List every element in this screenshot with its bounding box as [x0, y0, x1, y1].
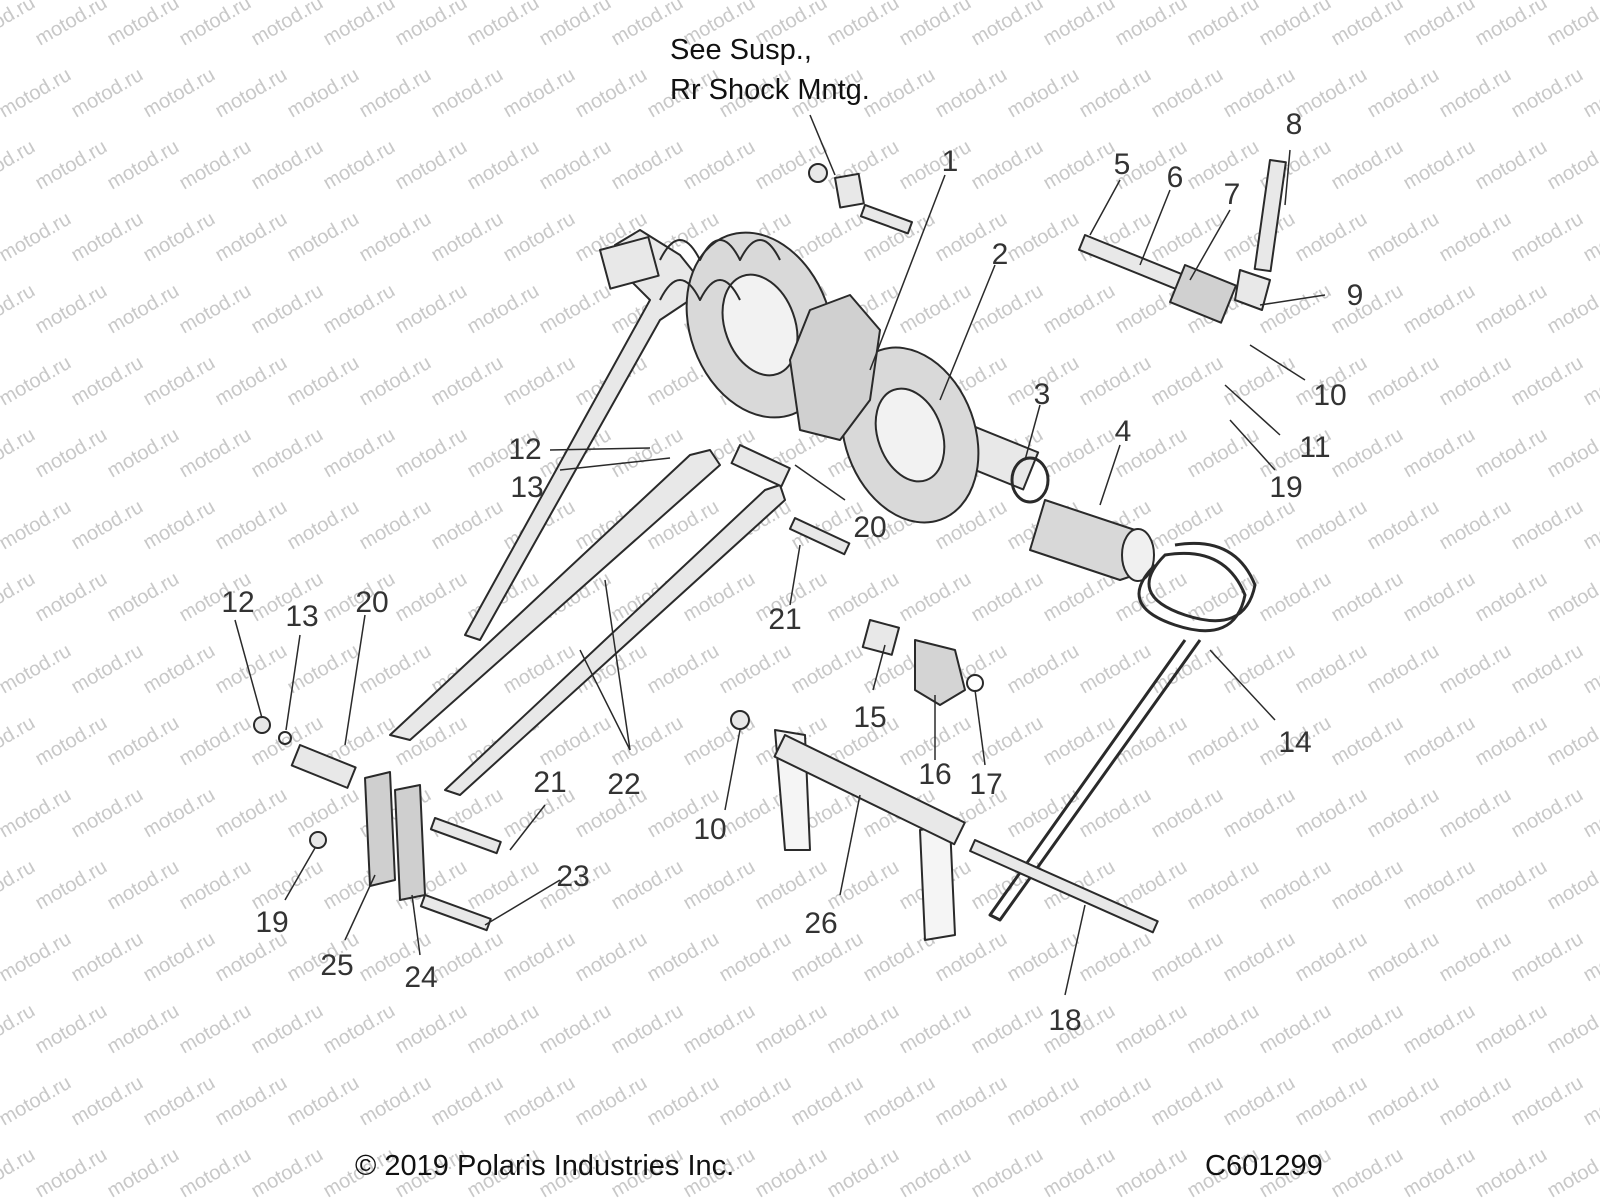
callout-13: 13: [285, 600, 319, 633]
callout-21: 21: [533, 766, 567, 799]
callout-24: 24: [404, 961, 438, 994]
reference-note: See Susp., Rr Shock Mntg.: [670, 30, 870, 110]
diagram-code: C601299: [1205, 1150, 1323, 1182]
callout-2: 2: [991, 238, 1009, 271]
link-plate-24: [394, 784, 426, 901]
callout-26: 26: [804, 907, 838, 940]
block-16: [914, 639, 966, 706]
torsion-spring: [988, 541, 1257, 922]
shaft-bracket: [789, 294, 881, 441]
callout-19: 19: [255, 906, 289, 939]
arm-9: [1234, 269, 1271, 311]
rail-22-b: [444, 484, 786, 796]
left-rail: [464, 229, 701, 641]
callout-25: 25: [320, 949, 354, 982]
note-line-2: Rr Shock Mntg.: [670, 74, 870, 106]
callout-3: 3: [1033, 378, 1051, 411]
callout-19: 19: [1269, 471, 1303, 504]
callout-18: 18: [1048, 1004, 1082, 1037]
callout-14: 14: [1278, 726, 1312, 759]
callout-17: 17: [969, 768, 1003, 801]
callout-6: 6: [1166, 161, 1184, 194]
callout-10: 10: [693, 813, 727, 846]
note-line-1: See Susp.,: [670, 34, 812, 66]
callout-4: 4: [1114, 415, 1132, 448]
callout-12: 12: [508, 433, 542, 466]
callout-15: 15: [853, 701, 887, 734]
callout-21: 21: [768, 603, 802, 636]
copyright-text: © 2019 Polaris Industries Inc.: [355, 1150, 735, 1182]
callout-13: 13: [510, 471, 544, 504]
callout-12: 12: [221, 586, 255, 619]
callout-23: 23: [556, 860, 590, 893]
callout-10: 10: [1313, 379, 1347, 412]
o-ring: [1010, 456, 1050, 504]
callout-11: 11: [1299, 431, 1331, 464]
callout-8: 8: [1285, 108, 1303, 141]
callout-16: 16: [918, 758, 952, 791]
bolt-8: [1253, 159, 1287, 273]
bolt-18: [969, 839, 1159, 934]
callout-20: 20: [853, 511, 887, 544]
callout-22: 22: [607, 768, 641, 801]
rail-22-a: [389, 449, 721, 741]
callout-20: 20: [355, 586, 389, 619]
callout-7: 7: [1223, 178, 1241, 211]
link-plate-25: [364, 771, 396, 887]
spring-coils-left: [659, 239, 781, 301]
callout-1: 1: [941, 145, 959, 178]
callout-5: 5: [1113, 148, 1131, 181]
callout-9: 9: [1346, 279, 1364, 312]
crossbar-26: [773, 733, 966, 846]
